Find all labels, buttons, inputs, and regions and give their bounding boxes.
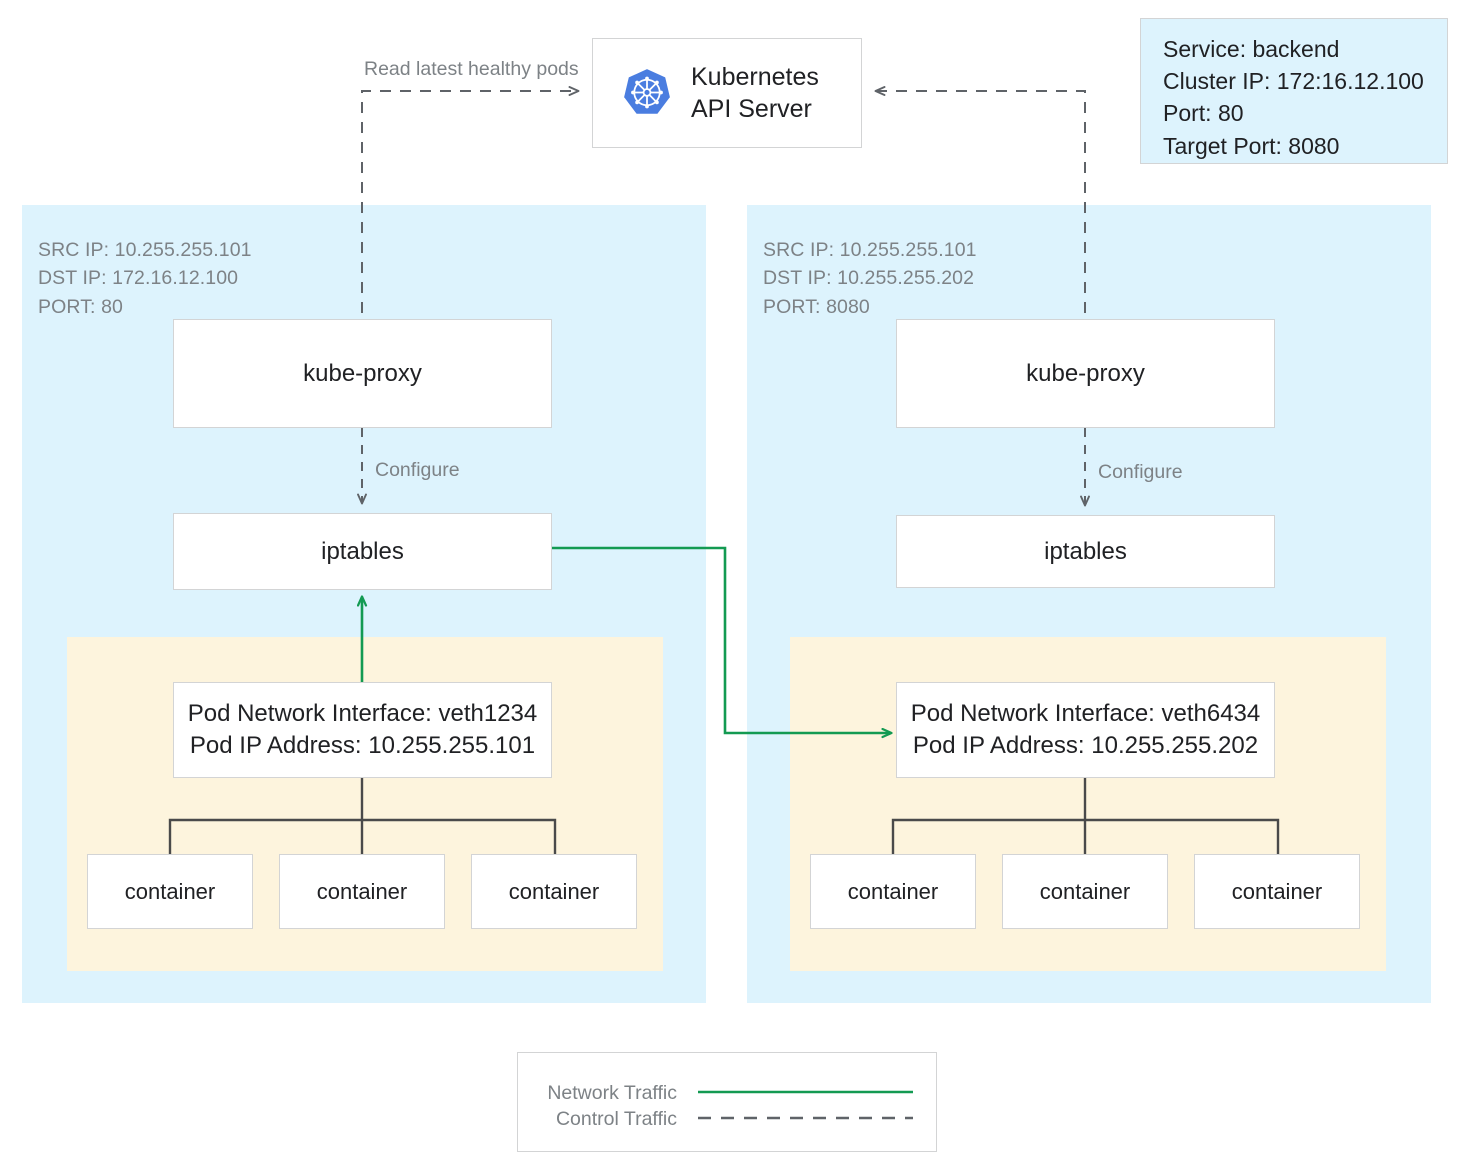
read-latest-healthy-pods-label: Read latest healthy pods — [364, 58, 579, 80]
legend-label-network-traffic: Network Traffic — [547, 1082, 677, 1104]
container-label: container — [124, 878, 216, 904]
container-label: container — [847, 878, 939, 904]
node-left-container-1[interactable]: container — [87, 854, 253, 929]
container-label: container — [316, 878, 408, 904]
service-info-text: Service: backend Cluster IP: 172:16.12.1… — [1163, 36, 1424, 159]
pod-interface-label: Pod Network Interface: veth1234 Pod IP A… — [187, 700, 538, 759]
iptables-label: iptables — [321, 537, 404, 565]
configure-label-right: Configure — [1098, 461, 1183, 483]
node-right-pod-interface-box[interactable]: Pod Network Interface: veth6434 Pod IP A… — [896, 682, 1275, 778]
kube-proxy-label: kube-proxy — [303, 359, 422, 387]
legend-label-control-traffic: Control Traffic — [555, 1108, 677, 1130]
node-left-pod-interface-box[interactable]: Pod Network Interface: veth1234 Pod IP A… — [173, 682, 552, 778]
kubernetes-api-server-box[interactable]: Kubernetes API Server — [592, 38, 862, 148]
kube-proxy-label: kube-proxy — [1026, 359, 1145, 387]
node-right-container-2[interactable]: container — [1002, 854, 1168, 929]
pod-interface-label: Pod Network Interface: veth6434 Pod IP A… — [910, 700, 1261, 759]
service-info-box: Service: backend Cluster IP: 172:16.12.1… — [1140, 18, 1448, 164]
legend-box — [517, 1052, 937, 1152]
node-right-kube-proxy-box[interactable]: kube-proxy — [896, 319, 1275, 428]
node-left-meta: SRC IP: 10.255.255.101 DST IP: 172.16.12… — [38, 239, 252, 318]
node-left-kube-proxy-box[interactable]: kube-proxy — [173, 319, 552, 428]
container-label: container — [508, 878, 600, 904]
iptables-label: iptables — [1044, 537, 1127, 565]
node-left-container-3[interactable]: container — [471, 854, 637, 929]
node-right-container-3[interactable]: container — [1194, 854, 1360, 929]
api-server-label: Kubernetes API Server — [691, 63, 819, 123]
configure-label-left: Configure — [375, 459, 460, 481]
node-right-iptables-box[interactable]: iptables — [896, 515, 1275, 588]
node-right-container-1[interactable]: container — [810, 854, 976, 929]
container-label: container — [1231, 878, 1323, 904]
node-left-iptables-box[interactable]: iptables — [173, 513, 552, 590]
node-right-meta: SRC IP: 10.255.255.101 DST IP: 10.255.25… — [763, 239, 977, 318]
container-label: container — [1039, 878, 1131, 904]
node-left-container-2[interactable]: container — [279, 854, 445, 929]
kubernetes-logo-icon — [621, 67, 673, 119]
